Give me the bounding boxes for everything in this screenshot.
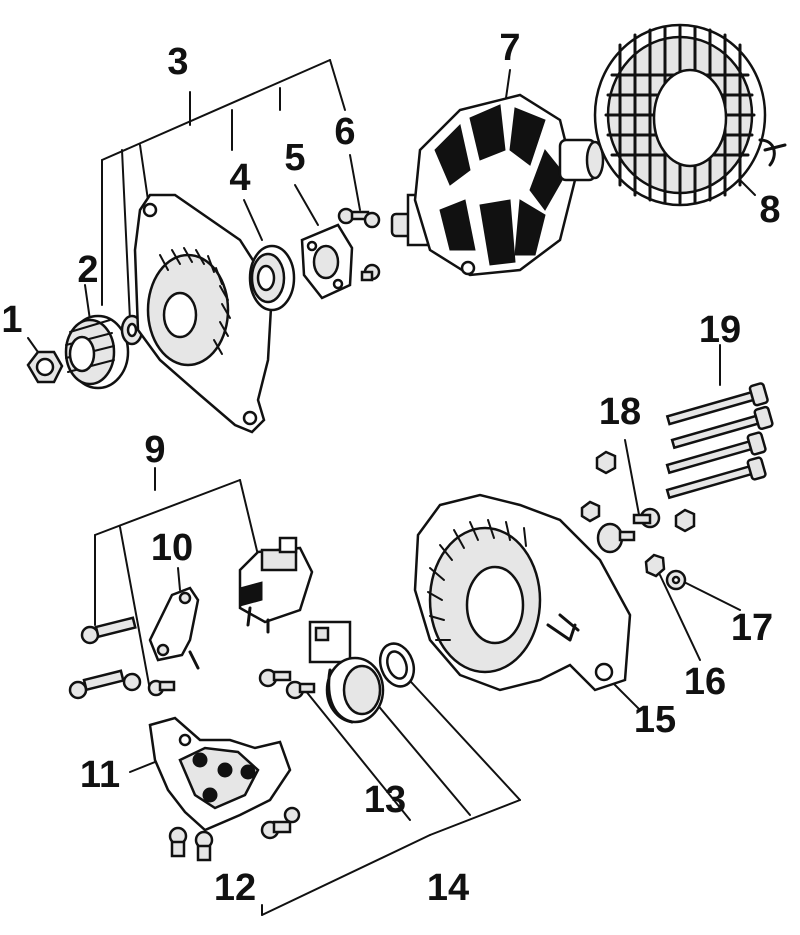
part-1-pulley-nut [26, 350, 64, 384]
part-11-rectifier [148, 716, 292, 832]
part-6-screws [337, 207, 381, 282]
part-13-screws [258, 668, 316, 700]
part-label-18: 18 [598, 391, 642, 433]
part-label-4: 4 [229, 157, 251, 199]
part-label-1: 1 [1, 299, 23, 341]
part-9-regulator [238, 536, 314, 634]
part-label-3: 3 [167, 41, 189, 83]
part-label-5: 5 [284, 137, 306, 179]
part-label-16: 16 [683, 661, 727, 703]
part-4-bearing [248, 244, 296, 312]
part-9-bolts [68, 616, 176, 700]
part-label-9: 9 [144, 429, 166, 471]
part-14-brush-holder [308, 620, 416, 724]
part-label-19: 19 [698, 309, 742, 351]
part-label-11: 11 [79, 754, 121, 796]
part-19-through-bolts [665, 382, 774, 500]
part-label-14: 14 [426, 867, 470, 909]
part-label-17: 17 [730, 607, 774, 649]
part-label-2: 2 [77, 249, 99, 291]
part-label-7: 7 [499, 27, 521, 69]
part-5-retainer-plate [300, 223, 354, 300]
part-3-drive-end-frame [133, 193, 274, 434]
part-7-rotor [390, 93, 605, 277]
part-label-6: 6 [334, 111, 356, 153]
part-label-12: 12 [213, 867, 257, 909]
part-18-terminal-bolt [580, 450, 696, 554]
part-16-nut [644, 553, 666, 578]
part-label-13: 13 [363, 779, 407, 821]
part-15-rear-frame [413, 493, 632, 692]
part-2-pulley [64, 314, 130, 390]
part-label-10: 10 [150, 527, 194, 569]
part-17-washer [665, 569, 687, 591]
part-label-8: 8 [759, 189, 781, 231]
part-12-screws [168, 806, 301, 862]
part-label-15: 15 [633, 699, 677, 741]
part-8-stator [593, 23, 787, 207]
part-10-gasket [148, 586, 200, 670]
leader-lines [27, 59, 756, 916]
